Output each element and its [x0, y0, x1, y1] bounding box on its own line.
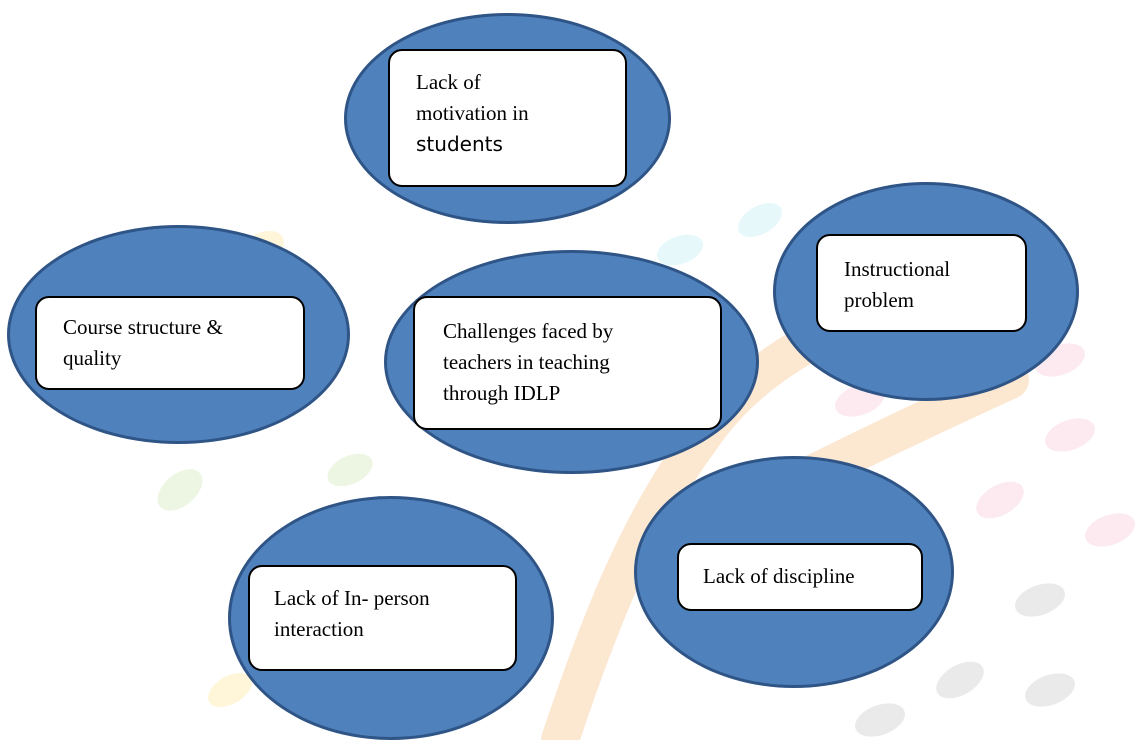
- node-right-line-2: problem: [844, 288, 914, 312]
- node-box-right: Instructional problem: [816, 234, 1027, 332]
- node-box-bottom-left: Lack of In- person interaction: [248, 565, 517, 671]
- node-center-line-3: through IDLP: [443, 381, 561, 405]
- node-center-line-1: Challenges faced by: [443, 319, 614, 343]
- node-left-line-2: quality: [63, 346, 122, 370]
- node-top-line-3: students: [416, 132, 503, 156]
- node-bottom-left-line-2: interaction: [274, 617, 364, 641]
- node-left-line-1: Course structure &: [63, 315, 223, 339]
- node-bottom-right-line-1: Lack of discipline: [703, 564, 855, 588]
- node-top-line-1: Lack of: [416, 70, 481, 94]
- node-top-line-2: motivation in: [416, 101, 529, 125]
- node-center-line-2: teachers in teaching: [443, 350, 610, 374]
- node-box-center: Challenges faced by teachers in teaching…: [413, 296, 722, 430]
- node-right-line-1: Instructional: [844, 257, 951, 281]
- node-box-top: Lack of motivation in students: [388, 49, 627, 187]
- node-bottom-left-line-1: Lack of In- person: [274, 586, 430, 610]
- node-box-bottom-right: Lack of discipline: [677, 543, 923, 611]
- node-box-left: Course structure & quality: [35, 296, 305, 390]
